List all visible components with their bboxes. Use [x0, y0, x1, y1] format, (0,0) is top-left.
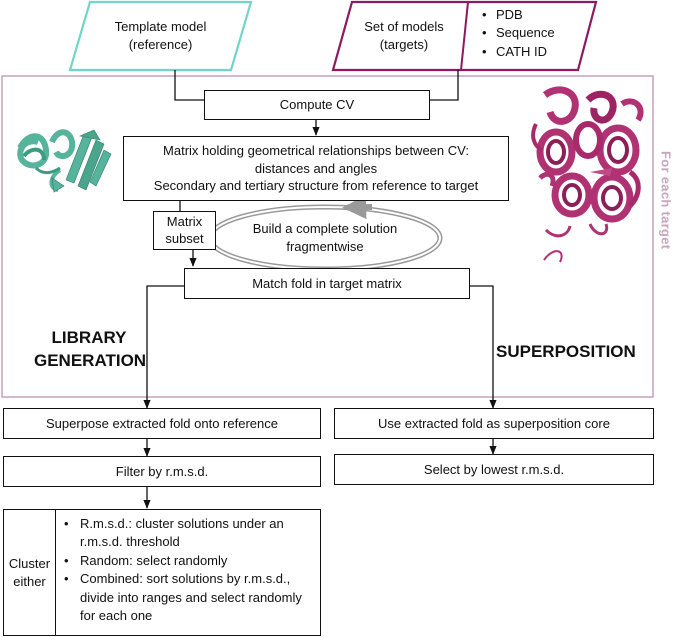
template-model-shape — [68, 0, 253, 72]
target-format-item: CATH ID — [482, 43, 582, 62]
cluster-options-cell: R.m.s.d.: cluster solutions under an r.m… — [55, 509, 321, 636]
superposition-core-step: Use extracted fold as superposition core — [334, 408, 654, 439]
matrix-step: Matrix holding geometrical relationships… — [123, 136, 509, 201]
superpose-step: Superpose extracted fold onto reference — [3, 408, 321, 439]
template-model-subtitle: (reference) — [128, 37, 193, 52]
build-solution-line-1: Build a complete solution — [252, 221, 398, 237]
build-solution-step: Build a complete solution fragmentwise — [225, 216, 425, 260]
set-of-models-title: Set of models — [364, 19, 444, 35]
compute-cv-label: Compute CV — [279, 97, 355, 113]
build-solution-line-2: fragmentwise — [286, 239, 364, 254]
superpose-label: Superpose extracted fold onto reference — [46, 415, 278, 431]
superposition-heading: SUPERPOSITION — [496, 341, 656, 364]
for-each-target-frame — [1, 75, 654, 398]
build-cycle-arrowhead — [342, 195, 373, 220]
select-lowest-label: Select by lowest r.m.s.d. — [423, 461, 565, 477]
set-connector — [430, 70, 459, 101]
target-protein-picture — [531, 86, 644, 263]
library-heading-line-1: LIBRARY — [51, 328, 127, 347]
cluster-option-random: Random: select randomly — [60, 552, 312, 571]
cluster-option-rmsd: R.m.s.d.: cluster solutions under an r.m… — [60, 515, 312, 552]
cluster-options-list: R.m.s.d.: cluster solutions under an r.m… — [60, 515, 312, 626]
connector-match-to-library — [143, 285, 184, 409]
cluster-option-combined: Combined: sort solutions by r.m.s.d., di… — [60, 570, 312, 625]
matrix-subset-line-1: Matrix — [166, 214, 203, 230]
matrix-subset-step: Matrix subset — [153, 211, 216, 250]
reference-protein-picture — [17, 129, 112, 193]
target-format-item: PDB — [482, 6, 582, 25]
template-model-input: Template model (reference) — [78, 6, 243, 66]
for-each-target-label-wrap: For each target — [655, 100, 677, 300]
template-connector — [174, 70, 205, 101]
cluster-label-line-1: Cluster — [8, 555, 51, 571]
connector-match-to-superposition — [470, 285, 497, 409]
set-of-models-subtitle: (targets) — [379, 37, 429, 52]
compute-cv-step: Compute CV — [204, 90, 430, 120]
select-lowest-step: Select by lowest r.m.s.d. — [334, 454, 654, 485]
superposition-core-label: Use extracted fold as superposition core — [378, 415, 610, 431]
target-format-item: Sequence — [482, 24, 582, 43]
set-of-models-divider — [460, 1, 469, 71]
match-fold-step: Match fold in target matrix — [184, 268, 470, 299]
template-model-title: Template model — [114, 19, 207, 35]
target-format-list: PDB Sequence CATH ID — [482, 6, 582, 62]
filter-step: Filter by r.m.s.d. — [3, 456, 321, 487]
cluster-label-line-2: either — [13, 573, 46, 589]
set-of-models-input: Set of models (targets) — [346, 6, 462, 66]
superposition-heading-text: SUPERPOSITION — [496, 342, 636, 361]
cluster-label-cell: Cluster either — [3, 509, 56, 636]
matrix-line-2: distances and angles — [254, 160, 378, 176]
library-heading-line-2: GENERATION — [34, 350, 147, 370]
library-generation-heading: LIBRARY GENERATION — [34, 327, 147, 373]
for-each-target-label: For each target — [658, 150, 674, 250]
match-fold-label: Match fold in target matrix — [252, 275, 402, 291]
filter-label: Filter by r.m.s.d. — [115, 463, 209, 479]
matrix-line-1: Matrix holding geometrical relationships… — [163, 143, 469, 159]
matrix-subset-line-2: subset — [165, 230, 204, 246]
matrix-line-3: Secondary and tertiary structure from re… — [153, 178, 479, 194]
